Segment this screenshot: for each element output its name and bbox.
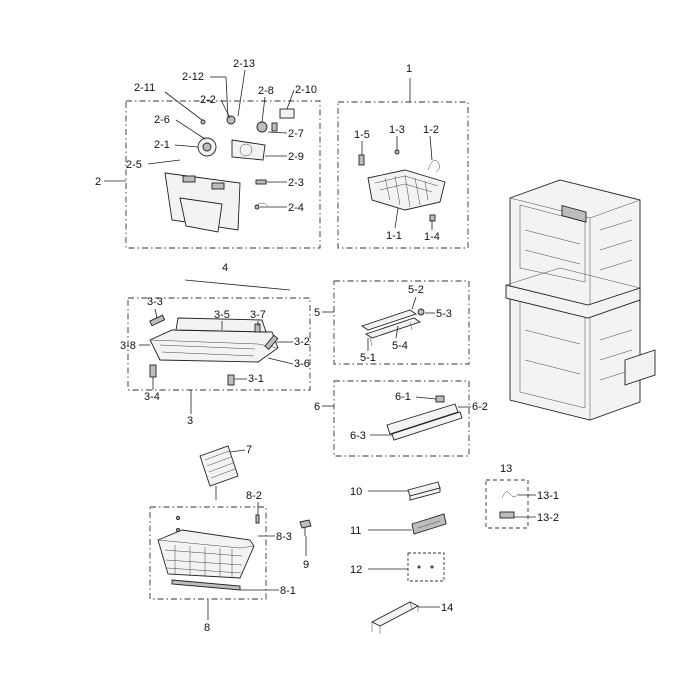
label-5-4: 5-4	[392, 340, 408, 352]
basket-part	[157, 514, 260, 591]
label-8-2: 8-2	[246, 490, 262, 502]
label-2-1: 2-1	[154, 139, 170, 151]
label-2-4: 2-4	[288, 202, 304, 214]
label-8-3: 8-3	[276, 531, 292, 543]
label-12: 12	[350, 564, 362, 576]
label-2: 2	[95, 176, 101, 188]
refrigerator-cabinet	[505, 179, 656, 421]
label-13-2: 13-2	[537, 512, 559, 524]
label-3-4: 3-4	[144, 391, 160, 403]
label-1-4: 1-4	[424, 231, 440, 243]
label-6-2: 6-2	[472, 401, 488, 413]
cover-assembly-part	[386, 395, 463, 441]
label-3-1: 3-1	[248, 373, 264, 385]
filter-cover-part	[199, 445, 239, 487]
label-13: 13	[500, 463, 512, 475]
label-10: 10	[350, 486, 362, 498]
label-8: 8	[204, 622, 210, 634]
drawer-assembly-part	[149, 314, 279, 386]
label-6: 6	[314, 401, 320, 413]
fan-assembly-part	[164, 108, 295, 233]
label-1-3: 1-3	[389, 124, 405, 136]
ice-maker-part	[358, 149, 446, 222]
label-3-2: 3-2	[294, 336, 310, 348]
label-2-11: 2-11	[134, 82, 155, 94]
label-2-10: 2-10	[295, 84, 317, 96]
handle-part	[371, 601, 419, 634]
label-2-3: 2-3	[288, 177, 304, 189]
label-5: 5	[314, 307, 320, 319]
label-1: 1	[406, 63, 412, 75]
label-1-2: 1-2	[423, 124, 439, 136]
label-2-8: 2-8	[258, 85, 274, 97]
part-13-set	[499, 491, 519, 519]
label-1-1: 1-1	[386, 230, 402, 242]
label-6-1: 6-1	[395, 391, 411, 403]
label-2-2: 2-2	[200, 94, 216, 106]
label-4: 4	[222, 262, 228, 274]
screw-part	[299, 519, 312, 536]
group-6-box	[333, 380, 470, 457]
label-1-5: 1-5	[354, 129, 370, 141]
label-3-5: 3-5	[214, 309, 230, 321]
part-11	[411, 513, 447, 535]
label-8-1: 8-1	[280, 585, 296, 597]
label-11: 11	[350, 525, 361, 537]
label-5-2: 5-2	[408, 284, 424, 296]
label-2-13: 2-13	[233, 58, 255, 70]
label-7: 7	[246, 444, 252, 456]
label-3-6: 3-6	[294, 358, 310, 370]
group-2-box	[125, 100, 321, 249]
label-3-7: 3-7	[250, 309, 266, 321]
label-2-6: 2-6	[154, 114, 170, 126]
part-12	[407, 552, 445, 582]
label-2-12: 2-12	[182, 71, 204, 83]
label-2-5: 2-5	[126, 159, 142, 171]
label-9: 9	[303, 559, 309, 571]
group-3-box	[127, 297, 311, 391]
group-1-box	[337, 101, 469, 249]
group-5-box	[333, 280, 470, 365]
rail-assembly-part	[360, 308, 425, 347]
label-14: 14	[441, 602, 453, 614]
label-13-1: 13-1	[537, 490, 559, 502]
label-5-3: 5-3	[436, 308, 452, 320]
label-2-9: 2-9	[288, 151, 304, 163]
label-2-7: 2-7	[288, 128, 304, 140]
label-6-3: 6-3	[350, 430, 366, 442]
group-13-box	[485, 479, 529, 529]
part-10	[407, 481, 441, 501]
label-3: 3	[187, 415, 193, 427]
label-5-1: 5-1	[360, 352, 376, 364]
label-3-3: 3-3	[147, 296, 163, 308]
label-3-8: 3-8	[120, 340, 136, 352]
